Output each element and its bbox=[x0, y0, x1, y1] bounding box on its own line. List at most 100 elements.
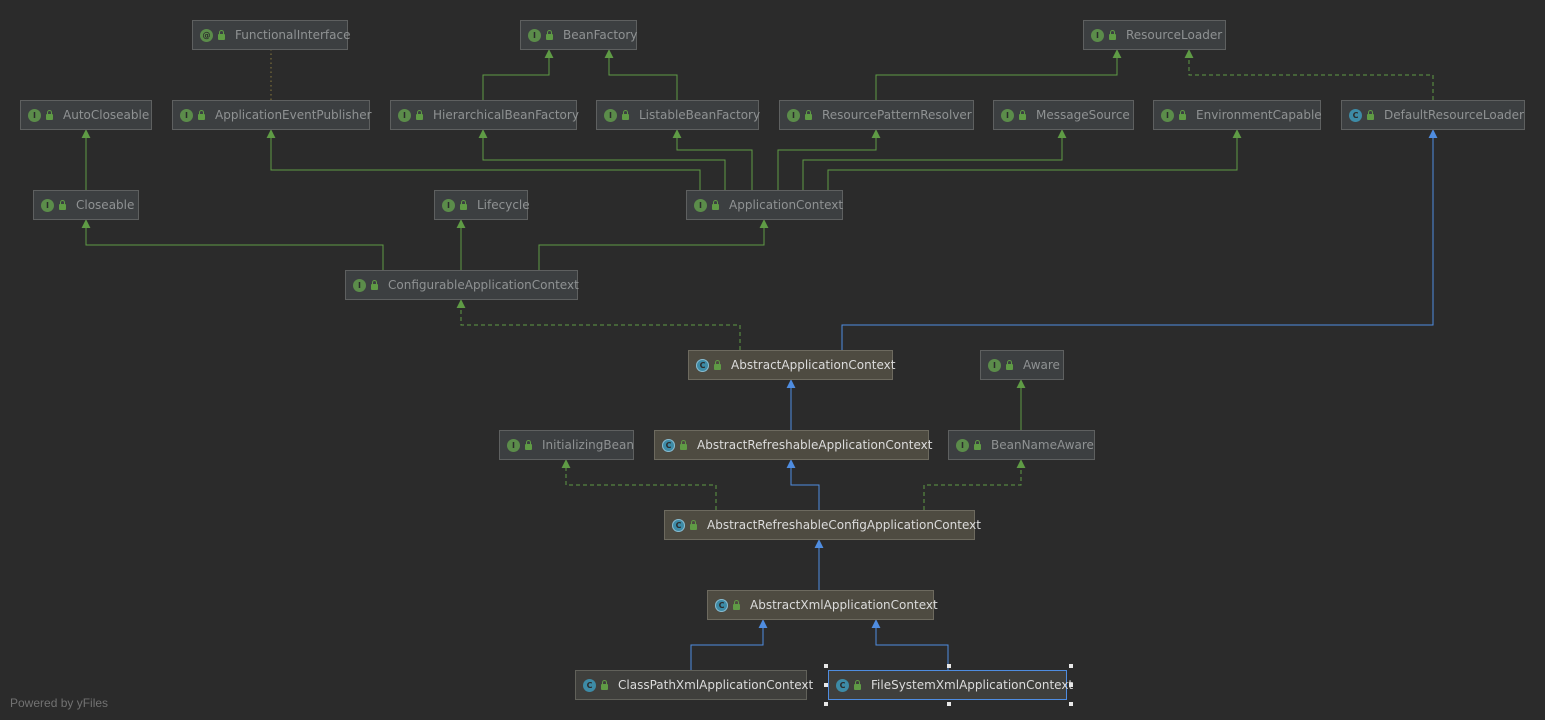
edge-implements bbox=[456, 299, 741, 350]
public-visibility-icon bbox=[218, 30, 225, 40]
node-abstract-refreshable-config-application-context[interactable]: C AbstractRefreshableConfigApplicationCon… bbox=[664, 510, 981, 540]
interface-icon: I bbox=[353, 278, 366, 292]
public-visibility-icon bbox=[1367, 110, 1374, 120]
edge-extends-interface bbox=[81, 219, 384, 270]
public-visibility-icon bbox=[525, 440, 532, 450]
node-label: FileSystemXmlApplicationContext bbox=[871, 678, 1074, 692]
node-abstract-xml-application-context[interactable]: C AbstractXmlApplicationContext bbox=[707, 590, 938, 620]
interface-icon: I bbox=[398, 108, 411, 122]
public-visibility-icon bbox=[460, 200, 467, 210]
interface-icon: I bbox=[507, 438, 520, 452]
node-label: AbstractRefreshableApplicationContext bbox=[697, 438, 933, 452]
interface-icon: I bbox=[41, 198, 54, 212]
class-icon: C bbox=[583, 678, 596, 692]
resize-handle[interactable] bbox=[946, 664, 951, 668]
public-visibility-icon bbox=[1109, 30, 1116, 40]
node-label: ResourcePatternResolver bbox=[822, 108, 972, 122]
public-visibility-icon bbox=[546, 30, 553, 40]
edge-extends-interface bbox=[538, 219, 769, 270]
node-aware[interactable]: I Aware bbox=[980, 350, 1064, 380]
node-label: AbstractRefreshableConfigApplicationCont… bbox=[707, 518, 981, 532]
class-icon: C bbox=[1349, 108, 1362, 122]
abstract-class-icon: C bbox=[696, 358, 709, 372]
public-visibility-icon bbox=[854, 680, 861, 690]
public-visibility-icon bbox=[46, 110, 53, 120]
edge-extends-interface bbox=[604, 49, 678, 100]
resize-handle[interactable] bbox=[1069, 702, 1073, 706]
abstract-class-icon: C bbox=[715, 598, 728, 612]
node-functional-interface[interactable]: @ FunctionalInterface bbox=[192, 20, 351, 50]
node-label: BeanFactory bbox=[563, 28, 638, 42]
interface-icon: I bbox=[956, 438, 969, 452]
edge-implements bbox=[561, 459, 717, 510]
abstract-class-icon: C bbox=[662, 438, 675, 452]
interface-icon: I bbox=[1091, 28, 1104, 42]
node-auto-closeable[interactable]: I AutoCloseable bbox=[20, 100, 152, 130]
public-visibility-icon bbox=[1019, 110, 1026, 120]
interface-icon: I bbox=[787, 108, 800, 122]
node-label: FunctionalInterface bbox=[235, 28, 351, 42]
node-closeable[interactable]: I Closeable bbox=[33, 190, 139, 220]
interface-icon: I bbox=[442, 198, 455, 212]
edge-extends-interface bbox=[875, 49, 1122, 100]
node-label: ResourceLoader bbox=[1126, 28, 1223, 42]
public-visibility-icon bbox=[371, 280, 378, 290]
resize-handle[interactable] bbox=[824, 683, 828, 687]
interface-icon: I bbox=[604, 108, 617, 122]
node-class-path-xml-application-context[interactable]: C ClassPathXmlApplicationContext bbox=[575, 670, 813, 700]
public-visibility-icon bbox=[1006, 360, 1013, 370]
public-visibility-icon bbox=[198, 110, 205, 120]
abstract-class-icon: C bbox=[672, 518, 685, 532]
edge-extends-class bbox=[841, 129, 1438, 350]
node-label: AbstractXmlApplicationContext bbox=[750, 598, 938, 612]
node-label: InitializingBean bbox=[542, 438, 634, 452]
public-visibility-icon bbox=[712, 200, 719, 210]
node-label: Closeable bbox=[76, 198, 135, 212]
edge-extends-interface bbox=[672, 129, 753, 190]
node-resource-pattern-resolver[interactable]: I ResourcePatternResolver bbox=[779, 100, 974, 130]
edge-extends-interface bbox=[482, 49, 554, 100]
node-label: AutoCloseable bbox=[63, 108, 150, 122]
resize-handle[interactable] bbox=[824, 702, 828, 706]
resize-handle[interactable] bbox=[824, 664, 828, 668]
interface-icon: I bbox=[988, 358, 1001, 372]
node-listable-bean-factory[interactable]: I ListableBeanFactory bbox=[596, 100, 761, 130]
edge-extends-class bbox=[786, 459, 820, 510]
node-label: Aware bbox=[1023, 358, 1060, 372]
public-visibility-icon bbox=[714, 360, 721, 370]
node-message-source[interactable]: I MessageSource bbox=[993, 100, 1134, 130]
resize-handle[interactable] bbox=[1069, 664, 1073, 668]
resize-handle[interactable] bbox=[946, 702, 951, 706]
annotation-icon: @ bbox=[200, 28, 213, 42]
edge-extends-interface bbox=[266, 129, 701, 190]
node-resource-loader[interactable]: I ResourceLoader bbox=[1083, 20, 1226, 50]
node-label: MessageSource bbox=[1036, 108, 1130, 122]
edge-extends-interface bbox=[478, 129, 726, 190]
public-visibility-icon bbox=[680, 440, 687, 450]
edge-implements bbox=[1184, 49, 1434, 100]
interface-icon: I bbox=[28, 108, 41, 122]
node-abstract-refreshable-application-context[interactable]: C AbstractRefreshableApplicationContext bbox=[654, 430, 933, 460]
node-label: ListableBeanFactory bbox=[639, 108, 761, 122]
public-visibility-icon bbox=[601, 680, 608, 690]
node-initializing-bean[interactable]: I InitializingBean bbox=[499, 430, 634, 460]
node-label: ClassPathXmlApplicationContext bbox=[618, 678, 814, 692]
resize-handle[interactable] bbox=[1069, 683, 1073, 687]
public-visibility-icon bbox=[805, 110, 812, 120]
interface-icon: I bbox=[1001, 108, 1014, 122]
edge-implements bbox=[923, 459, 1026, 510]
public-visibility-icon bbox=[974, 440, 981, 450]
edge-extends-interface bbox=[777, 129, 881, 190]
